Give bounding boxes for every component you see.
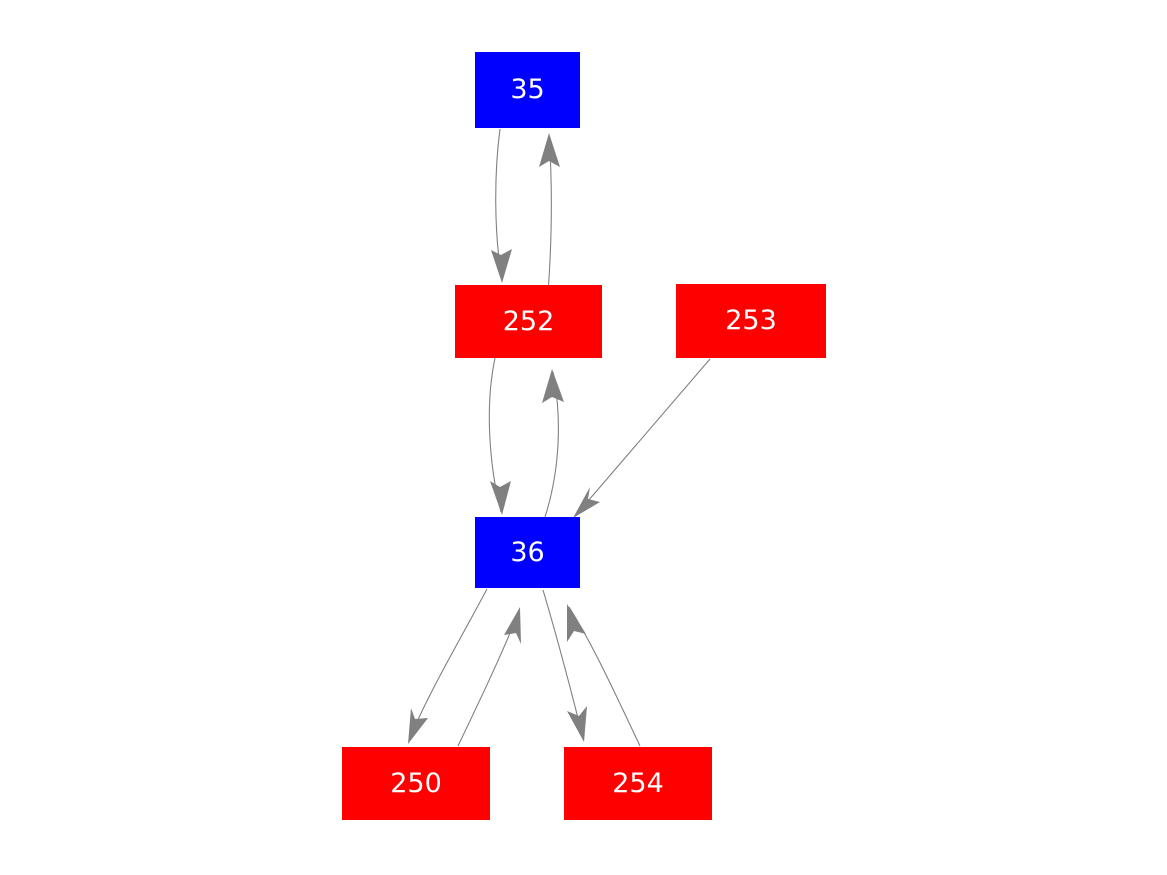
graph-node-254[interactable]: 254 [564, 747, 712, 820]
node-label: 36 [510, 536, 545, 568]
graph-node-35[interactable]: 35 [475, 52, 580, 128]
node-label: 254 [612, 767, 664, 799]
node-label: 252 [502, 305, 555, 337]
node-label: 35 [510, 74, 545, 105]
node-label: 250 [390, 767, 442, 799]
graph-node-252[interactable]: 252 [455, 285, 602, 358]
graph-node-36[interactable]: 36 [475, 517, 580, 588]
node-label: 253 [725, 305, 777, 336]
graph-node-253[interactable]: 253 [676, 284, 826, 358]
graph-node-250[interactable]: 250 [342, 747, 490, 820]
